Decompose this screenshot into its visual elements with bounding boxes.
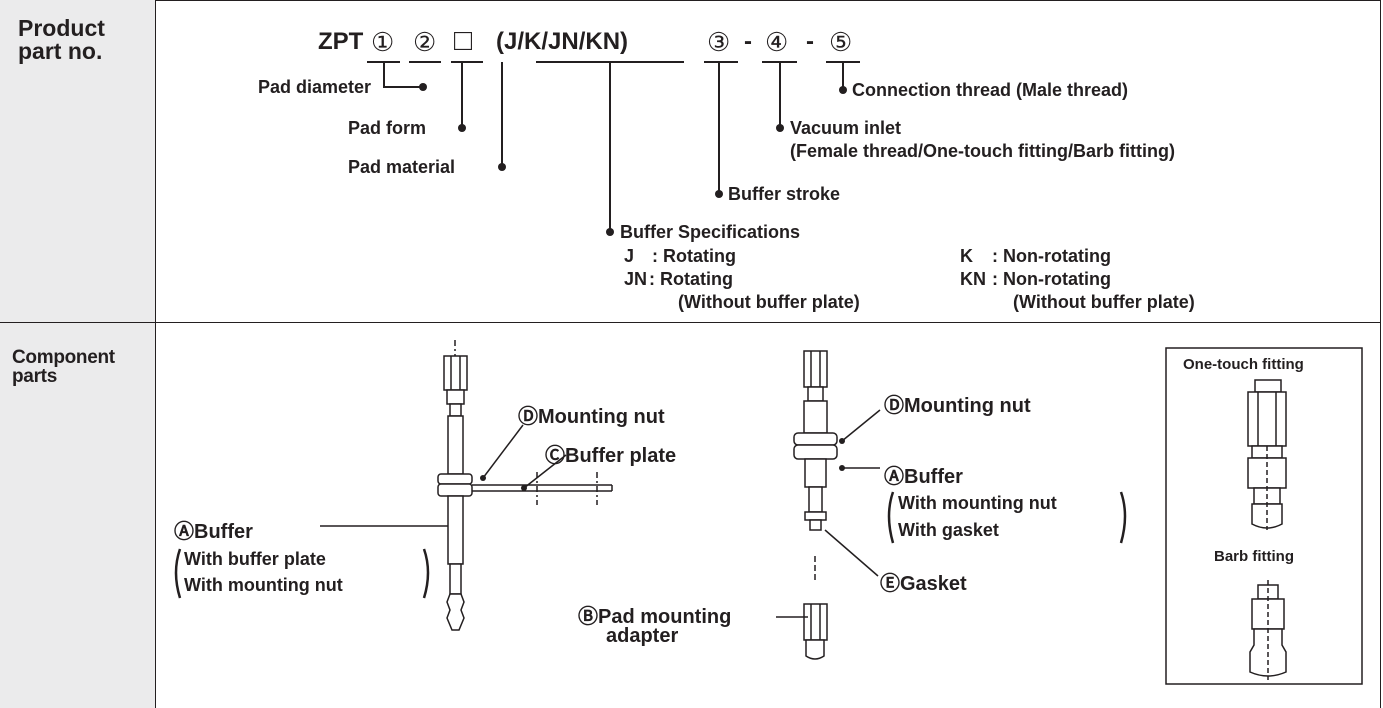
- code-dash: -: [744, 28, 752, 55]
- label-buffer-stroke: Buffer stroke: [728, 184, 841, 204]
- code-buffer-options: (J/K/JN/KN): [496, 28, 629, 55]
- label-e-gasket: ⒺGasket: [880, 573, 967, 595]
- spec-jn-note: (Without buffer plate): [678, 292, 860, 312]
- code-slot-4: ④: [765, 27, 789, 57]
- label-d-mounting-nut-left: ⒹMounting nut: [518, 406, 665, 428]
- code-box: □: [454, 24, 473, 57]
- code-slot-3: ③: [707, 27, 731, 57]
- label-c-buffer-plate: ⒸBuffer plate: [545, 445, 677, 467]
- barb-fitting-drawing: [1249, 580, 1287, 680]
- header-component-parts: Component parts: [12, 348, 115, 386]
- right-buffer-assembly: [793, 350, 838, 660]
- header-line: parts: [12, 366, 57, 387]
- code-slot-2: ②: [413, 27, 437, 57]
- label-pad-diameter: Pad diameter: [258, 77, 372, 97]
- label-a-left-note2: With mounting nut: [184, 575, 343, 595]
- label-b-pad-mounting-adapter-line2: adapter: [606, 625, 679, 647]
- spec-kn-note: (Without buffer plate): [1013, 292, 1195, 312]
- label-d-mounting-nut-right: ⒹMounting nut: [884, 395, 1031, 417]
- label-buffer-specifications: Buffer Specifications: [620, 222, 801, 242]
- header-cell-product-part-no: Product part no.: [0, 0, 156, 322]
- label-barb-fitting: Barb fitting: [1214, 548, 1294, 565]
- spec-j-text: : Rotating: [652, 246, 736, 266]
- label-a-buffer-left: ⒶBuffer: [174, 521, 253, 543]
- label-vacuum-inlet-options: (Female thread/One-touch fitting/Barb fi…: [790, 141, 1175, 161]
- one-touch-fitting-drawing: [1247, 379, 1287, 530]
- code-slot-1: ①: [371, 27, 395, 57]
- header-line: Product: [18, 15, 105, 41]
- label-a-buffer-right: ⒶBuffer: [884, 466, 963, 488]
- header-line: Component: [12, 347, 115, 368]
- header-cell-component-parts: Component parts: [0, 323, 156, 708]
- label-connection-thread: Connection thread (Male thread): [852, 80, 1129, 100]
- spec-jn-code: JN: [624, 269, 648, 289]
- label-pad-form: Pad form: [348, 118, 427, 138]
- header-line: part no.: [18, 38, 103, 64]
- label-vacuum-inlet: Vacuum inlet: [790, 118, 902, 138]
- label-pad-material: Pad material: [348, 157, 456, 177]
- spec-k-text: : Non-rotating: [992, 246, 1111, 266]
- label-b-pad-mounting-adapter: ⒷPad mounting: [578, 606, 732, 628]
- header-product-part-no: Product part no.: [18, 17, 105, 63]
- spec-kn-code: KN: [960, 269, 986, 289]
- label-a-right-note1: With mounting nut: [898, 493, 1057, 513]
- spec-k-code: K: [960, 246, 973, 266]
- spec-kn-text: : Non-rotating: [992, 269, 1111, 289]
- label-one-touch-fitting: One-touch fitting: [1183, 356, 1304, 373]
- label-a-left-note1: With buffer plate: [184, 549, 326, 569]
- row-divider: [0, 322, 1381, 323]
- label-a-right-note2: With gasket: [898, 520, 999, 540]
- spec-jn-text: : Rotating: [649, 269, 733, 289]
- code-slot-5: ⑤: [829, 27, 853, 57]
- code-prefix: ZPT: [318, 28, 364, 55]
- left-buffer-assembly: [437, 355, 613, 631]
- code-dash: -: [806, 28, 814, 55]
- spec-j-code: J: [624, 246, 635, 266]
